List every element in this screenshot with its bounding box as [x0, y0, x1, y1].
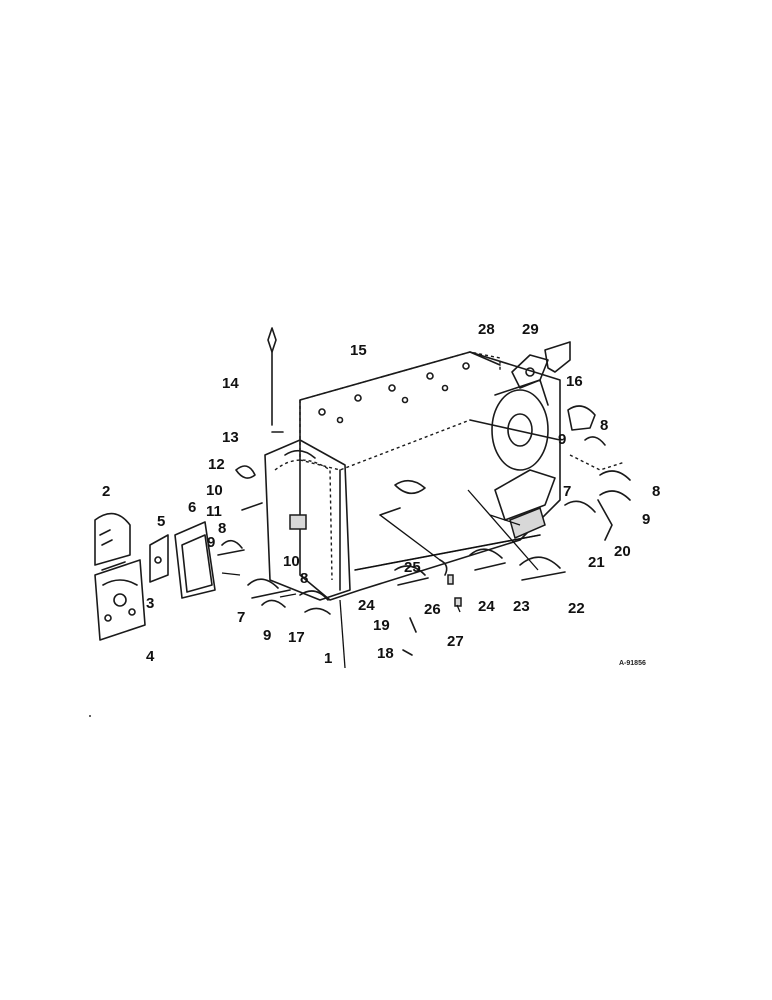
callout-12: 12 [208, 456, 225, 473]
oil-dipstick [267, 327, 284, 433]
callout-10a: 10 [206, 482, 223, 499]
rear-seal-retainers [511, 341, 571, 389]
callout-labels: 1 2 3 4 5 6 7 7 8 8 8 8 9 9 9 9 10 10 11… [102, 321, 660, 667]
seal-retainer [149, 534, 169, 583]
callout-8a: 8 [218, 520, 226, 537]
callout-19: 19 [373, 617, 390, 634]
callout-1: 1 [324, 650, 332, 667]
callout-9c: 9 [558, 431, 566, 448]
timing-gear-cover [94, 512, 131, 566]
side-cover-plate [174, 521, 216, 599]
callout-10b: 10 [283, 553, 300, 570]
callout-24a: 24 [358, 597, 375, 614]
callout-28: 28 [478, 321, 495, 338]
callout-7a: 7 [237, 609, 245, 626]
upper-right-bearing-parts [569, 436, 631, 481]
callout-6: 6 [188, 499, 196, 516]
front-bearing-caps [217, 539, 331, 615]
front-seal-plate [94, 559, 146, 641]
center-bearing-caps [394, 548, 566, 586]
callout-17: 17 [288, 629, 305, 646]
callout-26: 26 [424, 601, 441, 618]
callout-13: 13 [222, 429, 239, 446]
callout-15: 15 [350, 342, 367, 359]
rear-bearing-caps [564, 490, 631, 541]
callout-23: 23 [513, 598, 530, 615]
callout-21: 21 [588, 554, 605, 571]
head-gasket-outline [299, 351, 501, 401]
callout-11: 11 [206, 503, 222, 520]
callout-22: 22 [568, 600, 585, 617]
callout-20: 20 [614, 543, 631, 560]
callout-8d: 8 [652, 483, 660, 500]
callout-18: 18 [377, 645, 394, 662]
callout-29: 29 [522, 321, 539, 338]
callout-14: 14 [222, 375, 239, 392]
callout-24b: 24 [478, 598, 495, 615]
callout-3: 3 [146, 595, 154, 612]
gasket-small [101, 561, 126, 571]
flywheel-housing [491, 379, 549, 471]
leader-lines [221, 489, 541, 669]
rear-bearing-cap [489, 469, 556, 540]
callout-2: 2 [102, 483, 110, 500]
callout-9b: 9 [263, 627, 271, 644]
callout-25: 25 [404, 559, 421, 576]
callout-8c: 8 [600, 417, 608, 434]
rear-oil-seal [567, 405, 596, 431]
callout-27: 27 [447, 633, 464, 650]
callout-5: 5 [157, 513, 165, 530]
stray-dot [89, 715, 91, 717]
callout-8b: 8 [300, 570, 308, 587]
breather-parts [235, 465, 263, 511]
callout-4: 4 [146, 648, 155, 665]
callout-9a: 9 [207, 534, 215, 551]
callout-16: 16 [566, 373, 583, 390]
front-cover [264, 439, 351, 601]
bolts-small-parts [402, 559, 462, 656]
callout-7b: 7 [563, 483, 571, 500]
figure-reference: A-91856 [619, 660, 646, 667]
callout-9d: 9 [642, 511, 650, 528]
